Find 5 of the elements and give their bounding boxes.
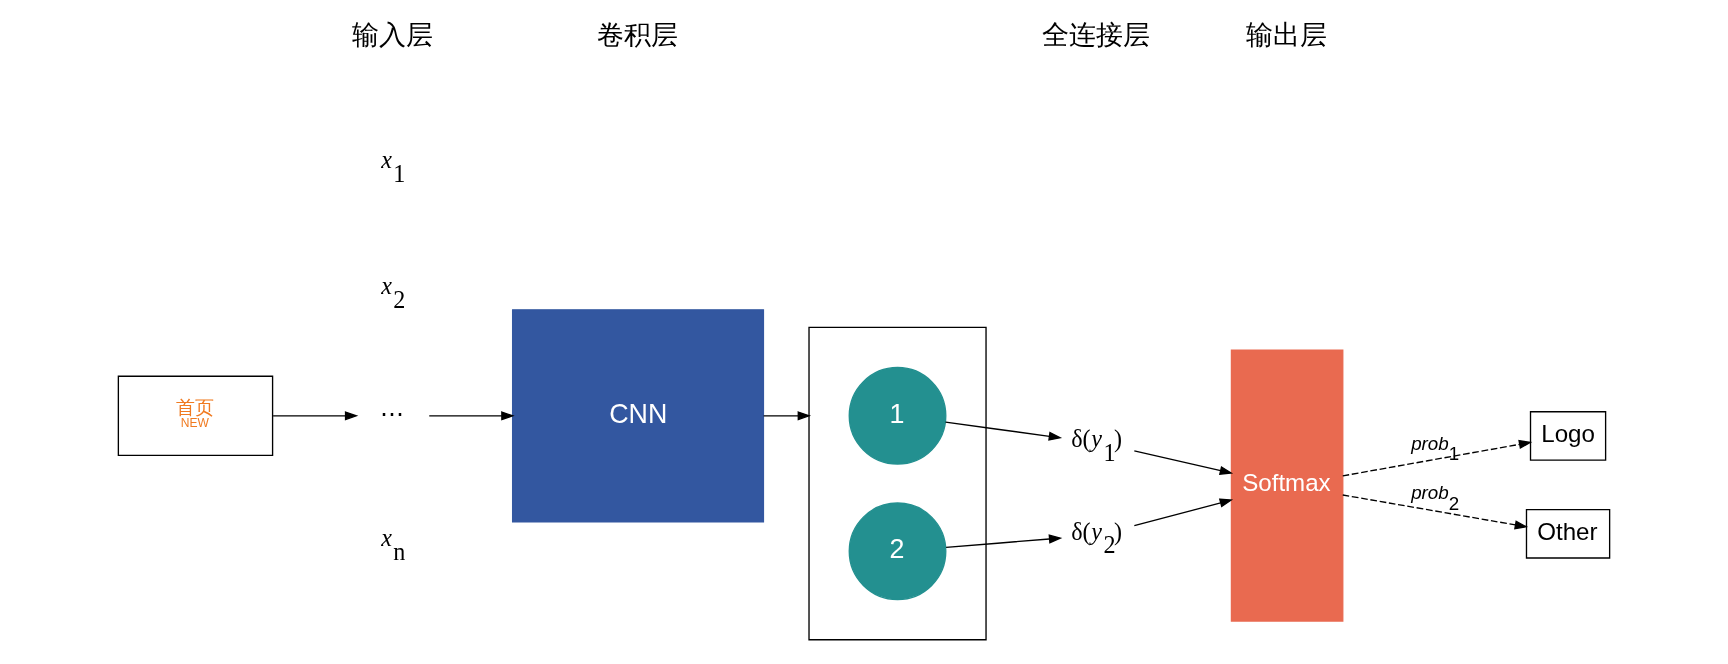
label: 全连接层 <box>1042 20 1151 51</box>
label: 输出层 <box>1246 20 1328 51</box>
label: 输入层 <box>351 20 433 51</box>
label: 卷积层 <box>597 20 679 51</box>
node-text: ⋯ <box>379 399 404 427</box>
